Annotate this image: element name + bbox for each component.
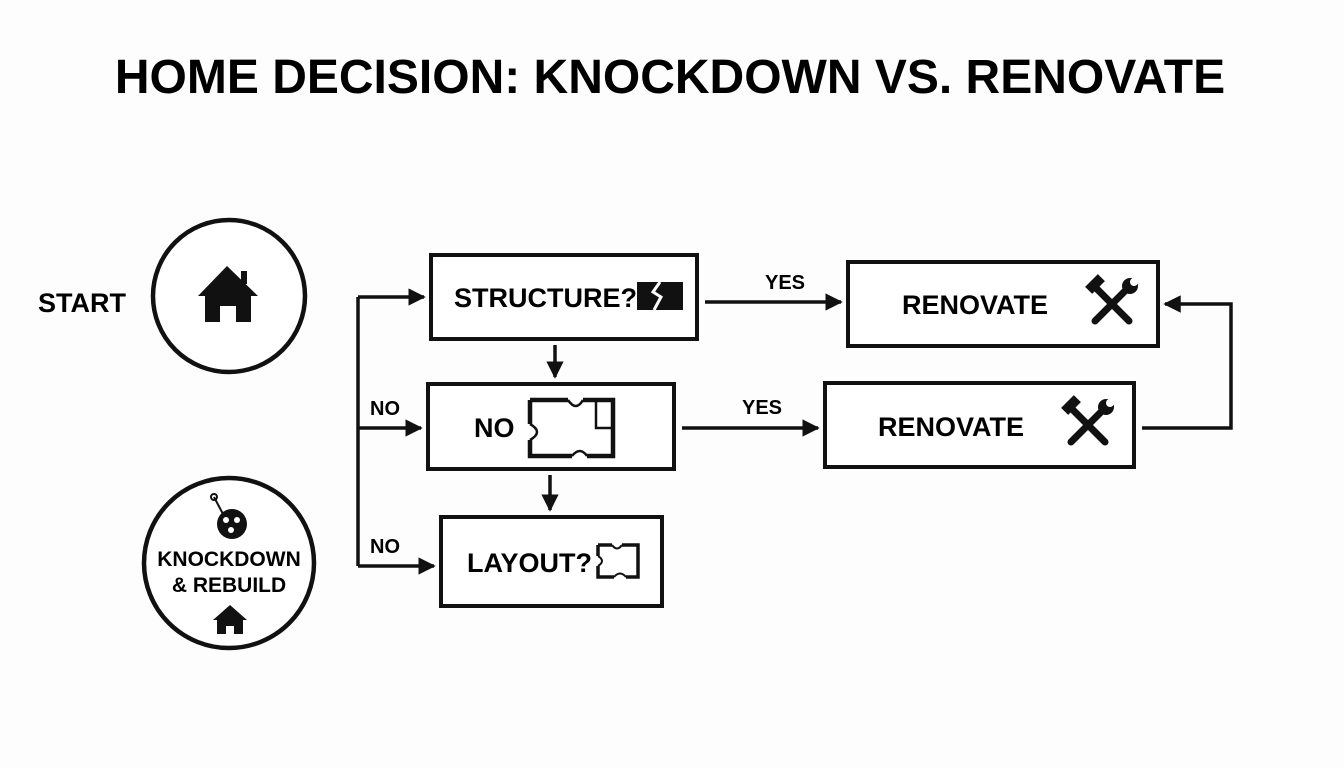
cracked-wall-icon [637, 281, 683, 311]
house-icon [213, 605, 247, 634]
diagram-title: HOME DECISION: KNOCKDOWN VS. RENOVATE [115, 51, 1225, 104]
wrecking-ball-icon [210, 493, 247, 539]
layout-node[interactable] [439, 515, 664, 608]
connectors [358, 288, 1233, 575]
knockdown-node[interactable] [141, 475, 317, 651]
edge-label-no-box-yes: YES [742, 397, 782, 419]
structure-label: STRUCTURE? [454, 283, 637, 313]
renovate-top-label: RENOVATE [902, 290, 1048, 320]
renovate-mid-node[interactable] [823, 381, 1136, 469]
start-label: START [38, 288, 126, 318]
renovate-top-node[interactable] [846, 260, 1160, 348]
knockdown-line2: & REBUILD [172, 574, 286, 597]
edge-label-no-upper: NO [370, 398, 400, 420]
hammer-wrench-icon [1061, 395, 1114, 446]
hammer-wrench-icon [1085, 274, 1138, 325]
no-node-label: NO [474, 413, 515, 443]
renovate-mid-label: RENOVATE [878, 412, 1024, 442]
knockdown-line1: KNOCKDOWN [157, 548, 300, 571]
floor-plan-icon [596, 543, 640, 579]
edge-label-structure-yes: YES [765, 272, 805, 294]
edge-label-no-lower: NO [370, 536, 400, 558]
floor-plan-icon [527, 397, 616, 459]
layout-label: LAYOUT? [467, 548, 592, 578]
arrow-loop-to-renovate-top [1142, 295, 1233, 430]
house-icon [198, 266, 258, 322]
